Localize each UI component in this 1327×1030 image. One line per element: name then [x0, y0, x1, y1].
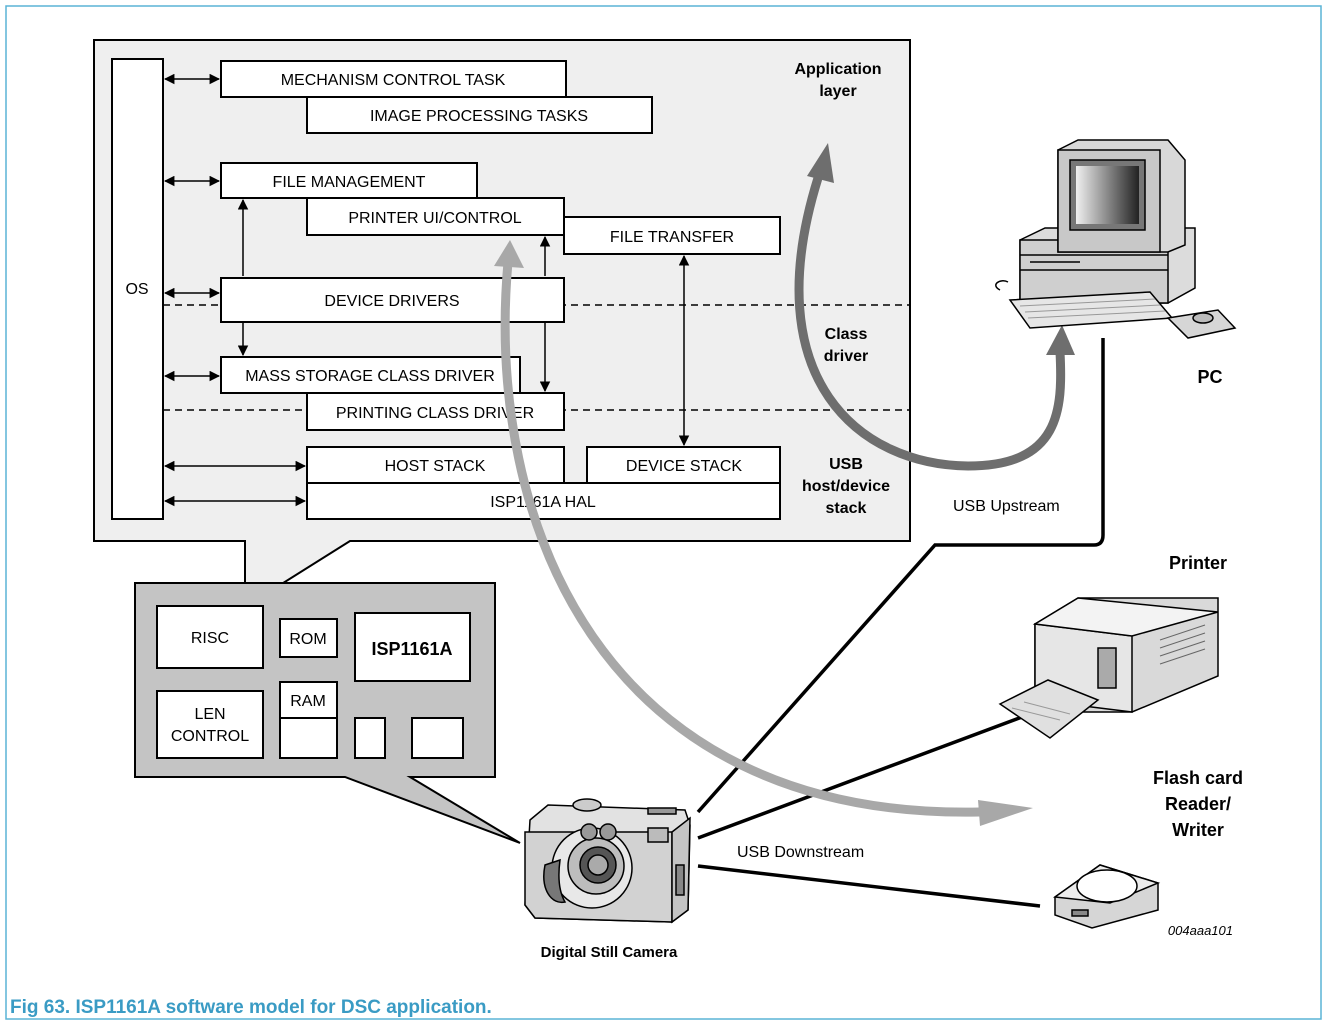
hal-block	[306, 482, 781, 520]
downstream-arrowhead-top	[494, 240, 524, 268]
file-transfer-block	[563, 216, 781, 255]
usb-upstream-label: USB Upstream	[953, 498, 1060, 515]
camera-illustration	[524, 798, 691, 924]
printer-illustration	[998, 597, 1219, 739]
flash-label-3: Writer	[1172, 820, 1224, 840]
figure-frame	[5, 5, 1322, 1020]
len-label-2: CONTROL	[171, 728, 249, 745]
downstream-arrowhead-right	[978, 800, 1033, 826]
os-block	[111, 58, 164, 520]
risc-block	[156, 605, 264, 669]
usb-stack-label-3: stack	[826, 500, 867, 517]
usb-cables	[696, 338, 1105, 908]
device-stack-block	[586, 446, 781, 484]
camera-label: Digital Still Camera	[541, 944, 678, 961]
rom-block	[279, 618, 338, 658]
len-control-block	[156, 690, 264, 759]
printer-label: Printer	[1169, 553, 1227, 573]
host-stack-label: HOST STACK	[385, 458, 486, 475]
upstream-arrowhead-top	[807, 143, 834, 183]
usb-stack-label-2: host/device	[802, 478, 890, 495]
isp1161a-block	[354, 612, 471, 682]
upstream-arrowhead-pc	[1046, 325, 1075, 355]
file-management-block	[220, 162, 478, 199]
image-processing-label: IMAGE PROCESSING TASKS	[370, 108, 588, 125]
class-driver-label-2: driver	[824, 348, 868, 365]
printing-class-label: PRINTING CLASS DRIVER	[336, 405, 534, 422]
image-processing-block	[306, 96, 653, 134]
ram-label: RAM	[290, 693, 326, 710]
file-management-label: FILE MANAGEMENT	[273, 174, 426, 191]
rom-label: ROM	[289, 631, 326, 648]
small-chip-block	[354, 717, 386, 759]
flash-label-2: Reader/	[1165, 794, 1231, 814]
figure-id: 004aaa101	[1168, 923, 1233, 938]
pc-illustration	[995, 139, 1237, 339]
isp1161a-label: ISP1161A	[371, 639, 452, 659]
device-stack-label: DEVICE STACK	[626, 458, 743, 475]
memory-chip-block	[279, 717, 338, 759]
flash-reader-illustration	[1052, 864, 1161, 929]
mechanism-control-label: MECHANISM CONTROL TASK	[281, 72, 506, 89]
usb-stack-label-1: USB	[829, 456, 863, 473]
pc-label: PC	[1197, 367, 1222, 387]
class-driver-label-1: Class	[825, 326, 868, 343]
len-label-1: LEN	[194, 706, 225, 723]
device-drivers-label: DEVICE DRIVERS	[324, 293, 459, 310]
flash-label-1: Flash card	[1153, 768, 1243, 788]
file-transfer-label: FILE TRANSFER	[610, 229, 734, 246]
os-label: OS	[125, 281, 148, 298]
upstream-flow-arrow	[794, 176, 1066, 471]
stack-connectors	[163, 73, 690, 507]
io-chip-block	[411, 717, 464, 759]
hal-label: ISP1161A HAL	[490, 494, 596, 511]
application-layer-label-2: layer	[819, 83, 856, 100]
downstream-flow-arrow	[500, 261, 981, 817]
risc-label: RISC	[191, 630, 229, 647]
mass-storage-label: MASS STORAGE CLASS DRIVER	[245, 368, 495, 385]
usb-downstream-label: USB Downstream	[737, 844, 864, 861]
mass-storage-block	[220, 356, 521, 394]
application-layer-label-1: Application	[794, 61, 881, 78]
printing-class-block	[306, 392, 565, 431]
printer-ui-label: PRINTER UI/CONTROL	[348, 210, 521, 227]
figure-caption: Fig 63. ISP1161A software model for DSC …	[10, 997, 492, 1018]
